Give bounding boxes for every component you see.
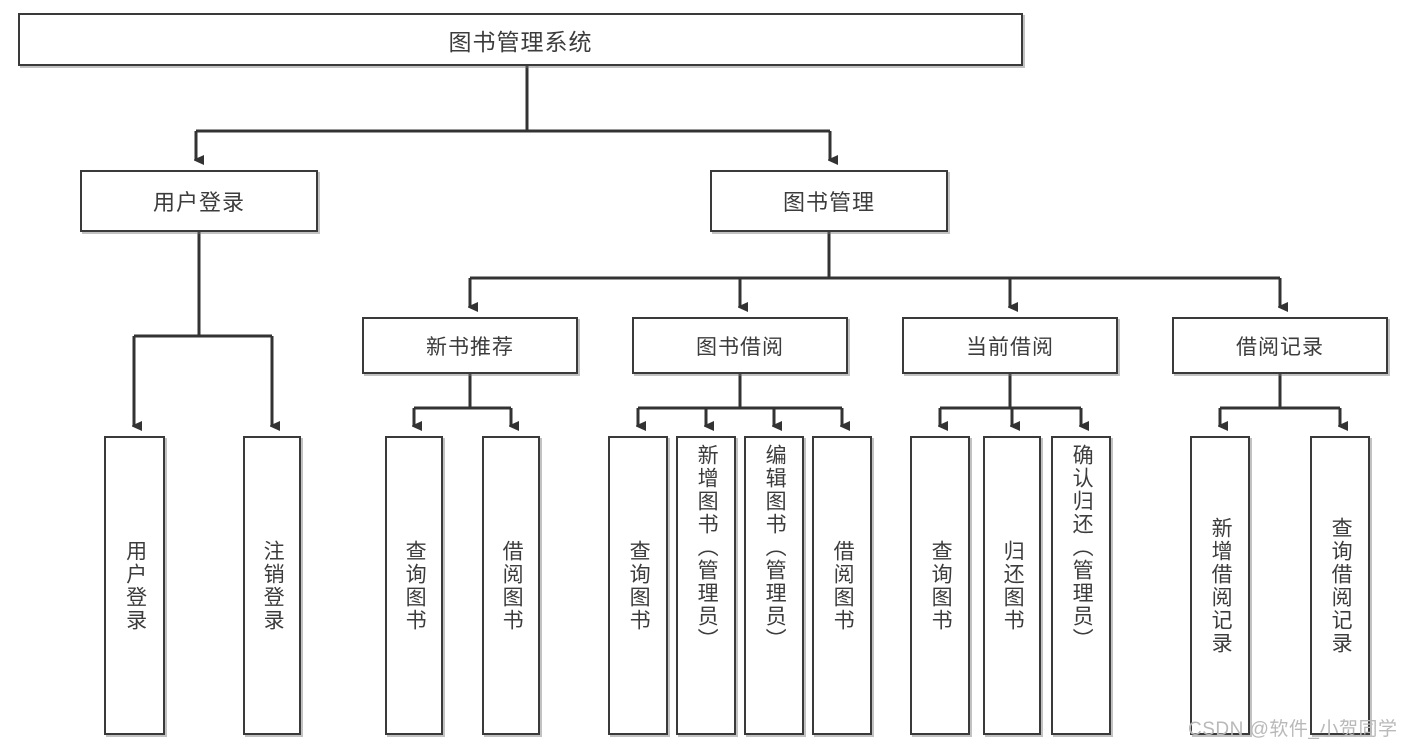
node-level3-new-book-recommend[interactable]: 新书推荐	[362, 317, 578, 374]
leaf-node-label: 新增借阅记录	[1209, 516, 1233, 655]
leaf-node[interactable]: 新增借阅记录	[1190, 436, 1250, 735]
watermark: CSDN @软件_小贺同学	[1188, 719, 1398, 740]
node-level3-book-borrow-label: 图书借阅	[696, 335, 784, 359]
leaf-node-label: 新增图书（管理员）	[695, 444, 719, 651]
node-level2-book-management-label: 图书管理	[782, 190, 875, 215]
node-root[interactable]: 图书管理系统	[18, 13, 1023, 66]
leaf-node[interactable]: 借阅图书	[482, 436, 540, 735]
node-level3-current-borrow[interactable]: 当前借阅	[902, 317, 1118, 374]
leaf-node-label: 查询图书	[403, 539, 427, 632]
leaf-node-label: 借阅图书	[500, 539, 524, 632]
leaf-node[interactable]: 编辑图书（管理员）	[744, 436, 804, 735]
node-level2-user-login[interactable]: 用户登录	[80, 170, 318, 232]
leaf-node-label: 查询图书	[627, 539, 651, 632]
leaf-node[interactable]: 查询图书	[385, 436, 443, 735]
node-level2-user-login-label: 用户登录	[152, 190, 245, 215]
leaf-node[interactable]: 确认归还（管理员）	[1051, 436, 1111, 735]
node-level3-borrow-record-label: 借阅记录	[1236, 335, 1324, 359]
leaf-node-label: 查询图书	[929, 539, 953, 632]
leaf-node-label: 查询借阅记录	[1329, 516, 1353, 655]
leaf-node[interactable]: 新增图书（管理员）	[676, 436, 736, 735]
node-level3-borrow-record[interactable]: 借阅记录	[1172, 317, 1388, 374]
leaf-node[interactable]: 用户登录	[104, 436, 165, 735]
node-level3-new-book-recommend-label: 新书推荐	[426, 335, 514, 359]
leaf-node[interactable]: 借阅图书	[812, 436, 872, 735]
node-level3-book-borrow[interactable]: 图书借阅	[632, 317, 848, 374]
leaf-node-label: 编辑图书（管理员）	[763, 444, 787, 651]
leaf-node[interactable]: 查询图书	[608, 436, 668, 735]
leaf-node-label: 确认归还（管理员）	[1070, 444, 1094, 651]
leaf-node[interactable]: 注销登录	[243, 436, 301, 735]
node-level3-current-borrow-label: 当前借阅	[966, 335, 1054, 359]
node-root-label: 图书管理系统	[448, 28, 593, 55]
node-level2-book-management[interactable]: 图书管理	[710, 170, 948, 232]
leaf-node-label: 归还图书	[1001, 539, 1025, 632]
leaf-node-label: 借阅图书	[831, 539, 855, 632]
leaf-node-label: 注销登录	[261, 539, 285, 632]
leaf-node[interactable]: 查询借阅记录	[1310, 436, 1370, 735]
leaf-node[interactable]: 归还图书	[983, 436, 1041, 735]
leaf-node-label: 用户登录	[123, 539, 147, 632]
leaf-node[interactable]: 查询图书	[910, 436, 970, 735]
